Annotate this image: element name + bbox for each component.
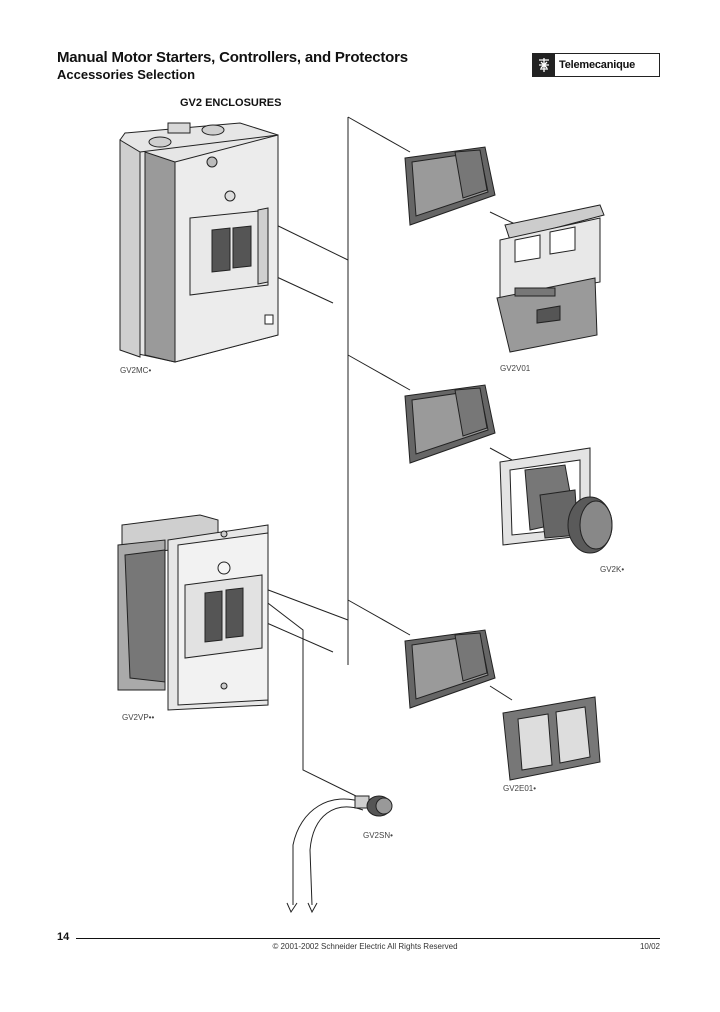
gv2-cover-3 (404, 629, 496, 709)
gv2e01-frame (502, 696, 601, 781)
footer-divider (76, 938, 660, 939)
page-subtitle: Accessories Selection (57, 67, 196, 82)
gv2-cover-1 (404, 146, 496, 226)
page-number: 14 (57, 931, 70, 943)
caption-gv2v01: GV2V01 (500, 364, 531, 373)
gv2k-push-button (499, 447, 613, 554)
page-title: Manual Motor Starters, Controllers, and … (57, 49, 408, 66)
schneider-logo-icon (533, 54, 555, 76)
publication-date: 10/02 (639, 942, 660, 951)
caption-gv2k: GV2K• (600, 565, 625, 574)
section-title: GV2 ENCLOSURES (180, 97, 282, 109)
brand-name: Telemecanique (559, 59, 636, 71)
gv2v01-door-mechanism (496, 204, 605, 353)
copyright-notice: © 2001-2002 Schneider Electric All Right… (272, 942, 458, 951)
gv2-cover-2 (404, 384, 496, 464)
brand-logo: Telemecanique (532, 53, 660, 77)
gv2mc-enclosure (119, 122, 279, 363)
gv2sn-indicator-light (286, 795, 393, 914)
gv2vp-enclosure (117, 514, 269, 711)
caption-gv2mc: GV2MC• (120, 366, 152, 375)
caption-gv2sn: GV2SN• (363, 831, 393, 840)
caption-gv2vp: GV2VP•• (122, 713, 155, 722)
caption-gv2e01: GV2E01• (503, 784, 537, 793)
